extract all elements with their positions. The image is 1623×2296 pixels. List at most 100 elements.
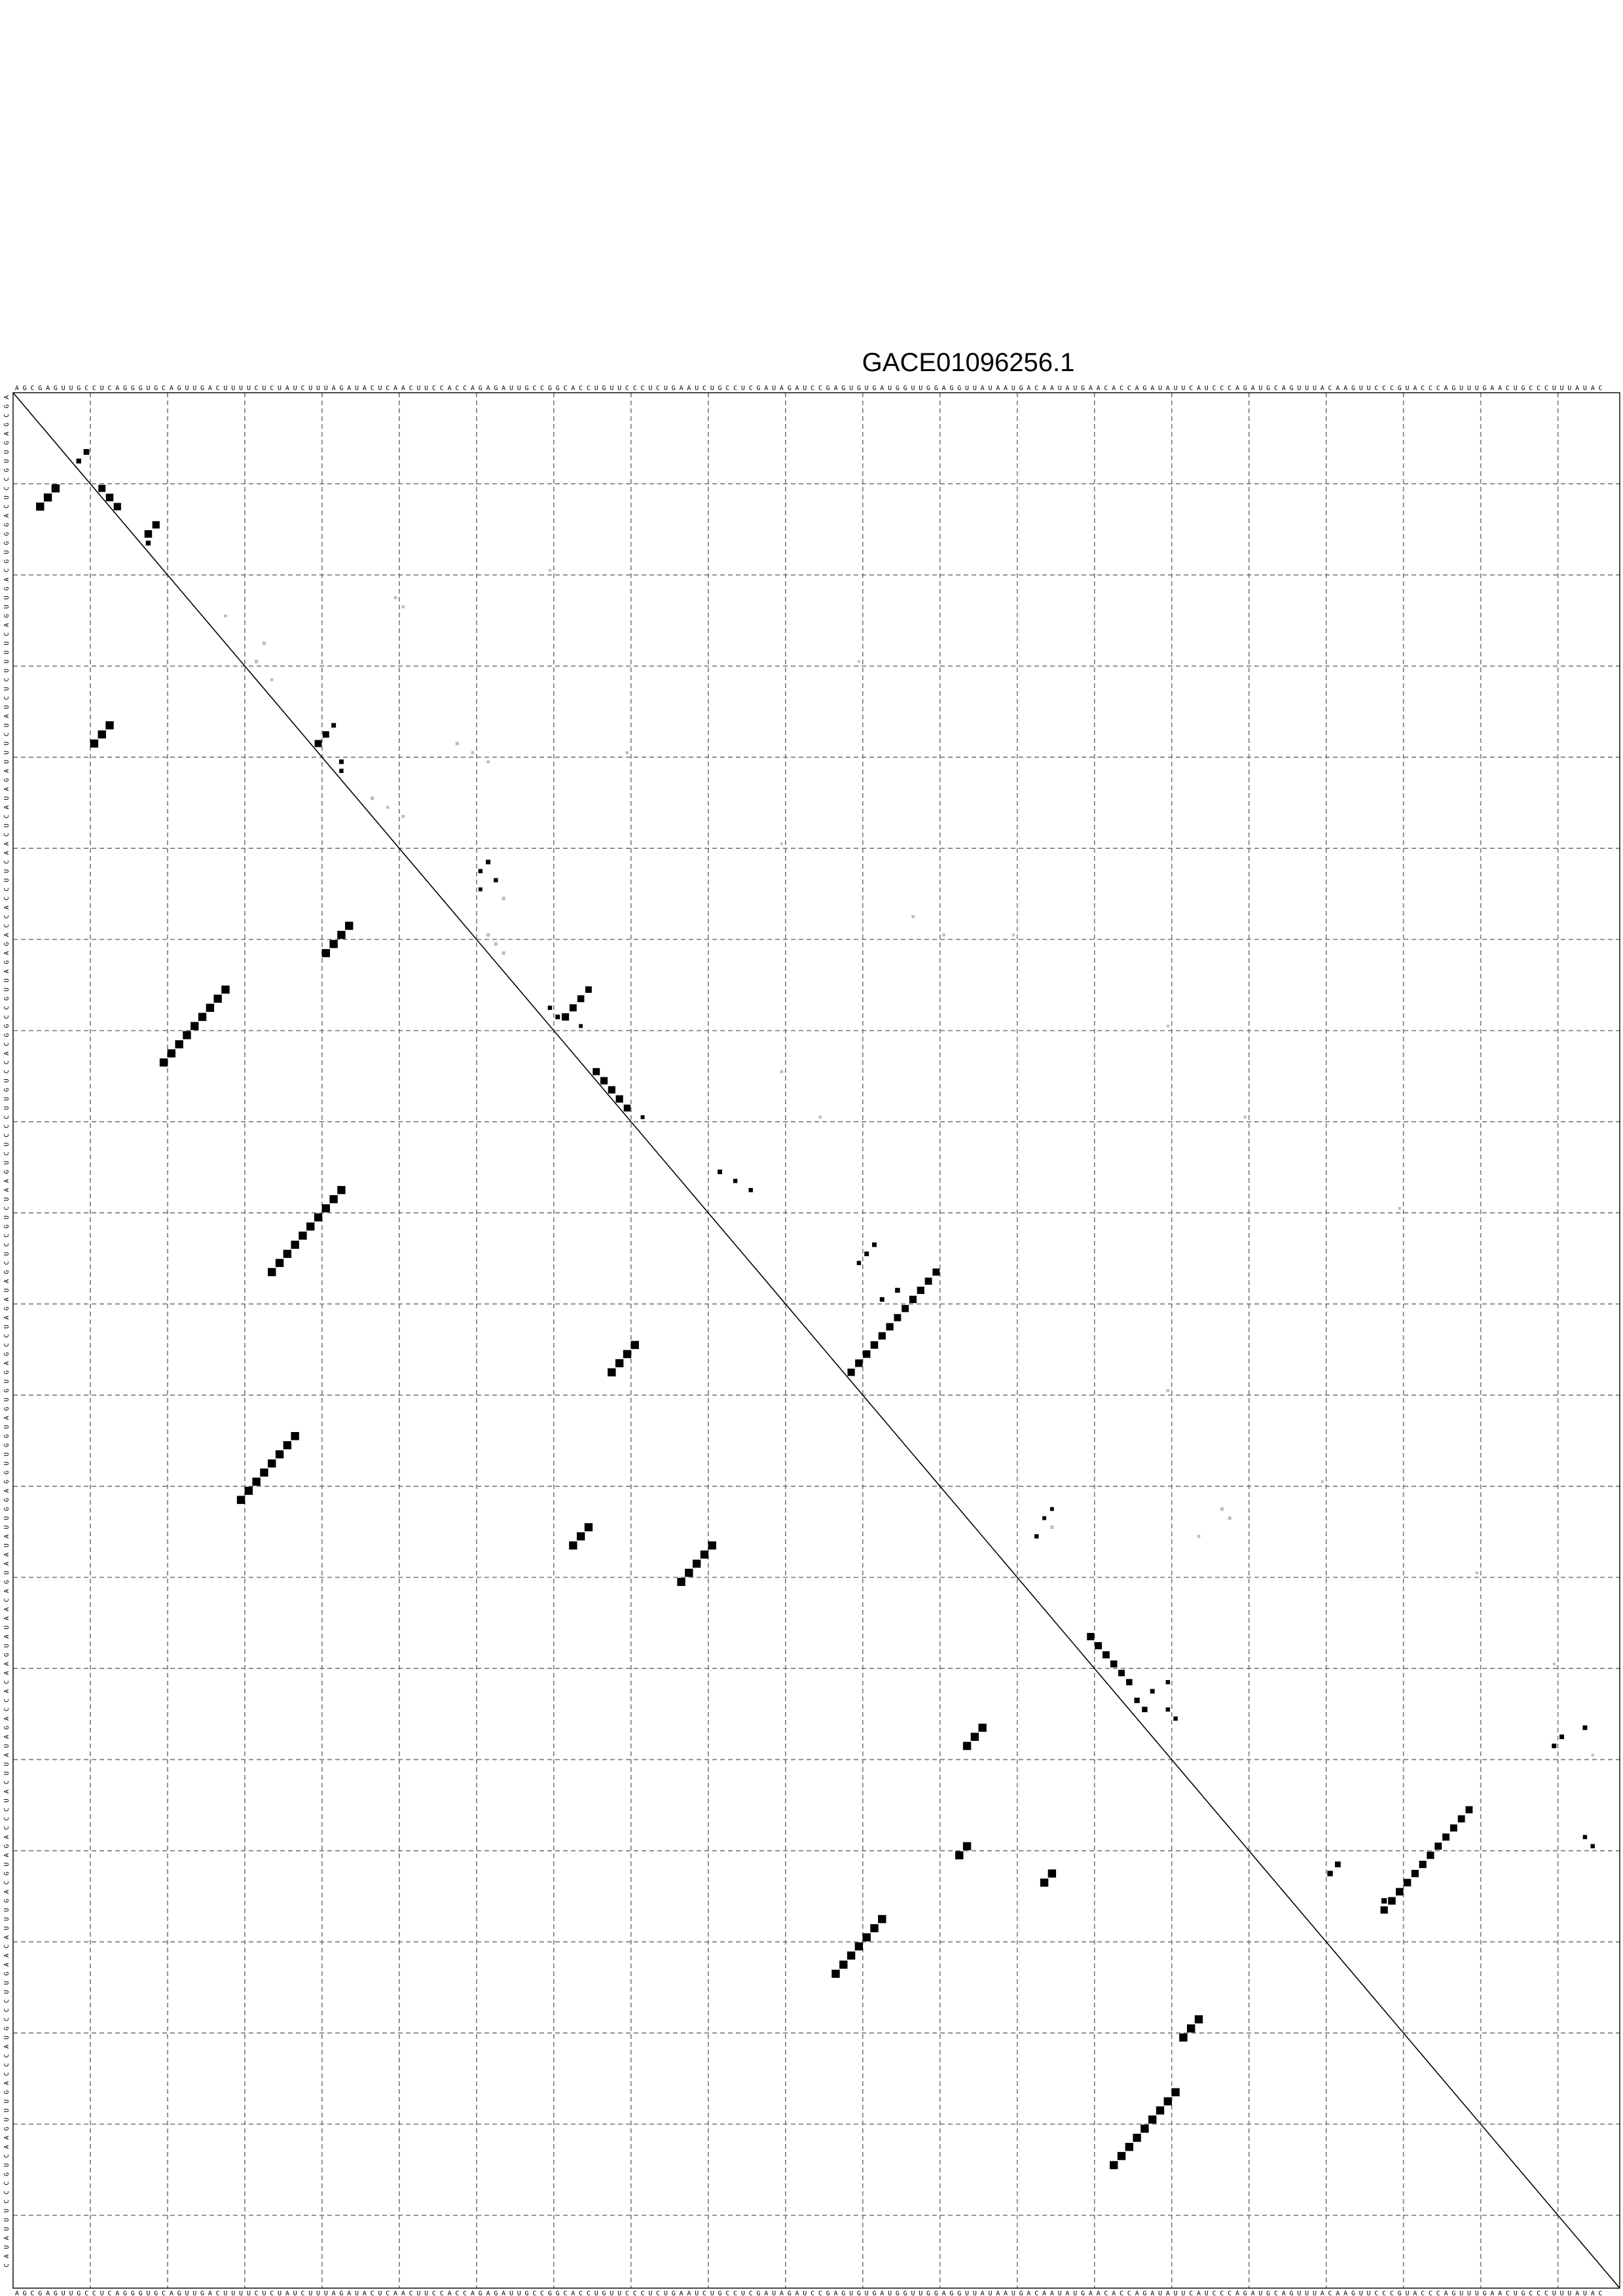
mfe-pair-dot — [275, 1450, 284, 1459]
sequence-letter: U — [988, 2290, 992, 2296]
sequence-letter: A — [46, 2290, 50, 2296]
sequence-letter: U — [316, 2290, 320, 2296]
sequence-letter: U — [3, 1908, 10, 1912]
mfe-pair-dot — [878, 1914, 886, 1924]
sequence-letter: G — [3, 1270, 10, 1274]
sequence-letter: U — [308, 385, 312, 392]
sequence-letter: C — [3, 2063, 10, 2067]
probability-dot — [478, 887, 483, 891]
sequence-letter: U — [1205, 2290, 1209, 2296]
sequence-letter: C — [1120, 2290, 1123, 2296]
sequence-letter: A — [1166, 2290, 1170, 2296]
sequence-letter: A — [393, 2290, 397, 2296]
probability-dot — [1559, 1734, 1565, 1740]
sequence-letter: U — [3, 723, 10, 727]
mfe-pair-dot — [576, 1532, 585, 1541]
sequence-letter: G — [1142, 2290, 1146, 2296]
sequence-letter: A — [208, 385, 212, 392]
sequence-letter: A — [501, 2290, 505, 2296]
sequence-letter: U — [3, 1197, 10, 1201]
sequence-letter: C — [540, 2290, 544, 2296]
sequence-letter: G — [1243, 385, 1247, 392]
sequence-letter: U — [1475, 2290, 1479, 2296]
left-sequence-labels: AGCGAGUUGCCUCAGGGUGCAGUUGACUUUUCUCUAUCUU… — [3, 395, 10, 2267]
mfe-pair-dot — [1148, 2115, 1157, 2124]
sequence-letter: G — [903, 385, 907, 392]
sequence-letter: C — [371, 385, 374, 392]
sequence-letter: U — [324, 385, 328, 392]
mfe-pair-dot — [43, 493, 52, 502]
sequence-letter: G — [479, 385, 483, 392]
sequence-letter: C — [3, 1945, 10, 1948]
sequence-letter: U — [355, 2290, 359, 2296]
sequence-letter: A — [115, 2290, 119, 2296]
sequence-letter: U — [1073, 385, 1077, 392]
mfe-pair-dot — [847, 1951, 856, 1960]
sequence-letter: C — [1213, 385, 1216, 392]
sequence-letter: U — [3, 1643, 10, 1647]
sequence-letter: A — [1498, 385, 1502, 392]
mfe-pair-dot — [1117, 2151, 1126, 2161]
sequence-letter: A — [1282, 385, 1286, 392]
sequence-letter: U — [610, 385, 613, 392]
sequence-letter: C — [1104, 385, 1108, 392]
sequence-letter: C — [1544, 2290, 1548, 2296]
probability-dot — [548, 569, 552, 572]
sequence-letter: U — [1514, 385, 1518, 392]
sequence-letter: U — [741, 2290, 745, 2296]
sequence-letter: G — [841, 2290, 845, 2296]
sequence-letter: G — [1290, 2290, 1294, 2296]
probability-dot — [1049, 1507, 1054, 1511]
sequence-letter: C — [3, 2072, 10, 2076]
sequence-letter: G — [3, 1443, 10, 1447]
sequence-letter: U — [192, 385, 196, 392]
sequence-letter: A — [1444, 385, 1448, 392]
sequence-letter: A — [680, 2290, 684, 2296]
probability-dot — [1334, 1861, 1341, 1867]
mfe-pair-dot — [252, 1477, 261, 1486]
probability-dot — [878, 1332, 886, 1340]
sequence-letter: G — [339, 2290, 343, 2296]
mfe-pair-dot — [345, 922, 354, 930]
sequence-letter: U — [192, 2290, 196, 2296]
mfe-pair-dot — [862, 1933, 871, 1942]
sequence-letter: A — [1135, 385, 1139, 392]
sequence-letter: U — [1552, 2290, 1556, 2296]
sequence-letter: A — [780, 385, 784, 392]
sequence-letter: U — [1567, 2290, 1571, 2296]
sequence-letter: G — [3, 441, 10, 445]
sequence-letter: G — [934, 385, 938, 392]
sequence-letter: C — [564, 2290, 568, 2296]
probability-dot — [1434, 1842, 1442, 1850]
sequence-letter: G — [1451, 2290, 1455, 2296]
probability-dot — [338, 759, 344, 764]
sequence-letter: G — [54, 385, 58, 392]
probability-dot — [780, 1069, 784, 1073]
sequence-letter: G — [872, 2290, 876, 2296]
sequence-letter: A — [3, 1316, 10, 1319]
mfe-pair-dot — [1140, 2125, 1149, 2133]
mfe-pair-dot — [337, 1186, 346, 1194]
probability-dot — [1582, 1725, 1588, 1731]
sequence-letter: G — [3, 1480, 10, 1484]
probability-dot — [1419, 1860, 1427, 1869]
sequence-letter: C — [107, 2290, 111, 2296]
probability-dot — [1050, 1525, 1054, 1530]
sequence-letter: C — [1120, 385, 1123, 392]
sequence-letter: U — [316, 385, 320, 392]
mfe-pair-dot — [831, 1969, 840, 1978]
sequence-letter: U — [741, 385, 745, 392]
sequence-letter: U — [62, 385, 65, 392]
sequence-letter: A — [3, 1835, 10, 1839]
sequence-letter: U — [509, 385, 513, 392]
sequence-letter: A — [571, 2290, 575, 2296]
sequence-letter: A — [1197, 2290, 1201, 2296]
probability-dot — [1118, 1670, 1125, 1677]
sequence-letter: G — [1266, 2290, 1270, 2296]
sequence-letter: A — [996, 385, 1000, 392]
sequence-letter: C — [564, 385, 568, 392]
probability-dot — [255, 660, 259, 664]
sequence-letter: C — [1228, 385, 1231, 392]
sequence-letter: G — [1081, 385, 1085, 392]
sequence-letter: C — [625, 385, 629, 392]
